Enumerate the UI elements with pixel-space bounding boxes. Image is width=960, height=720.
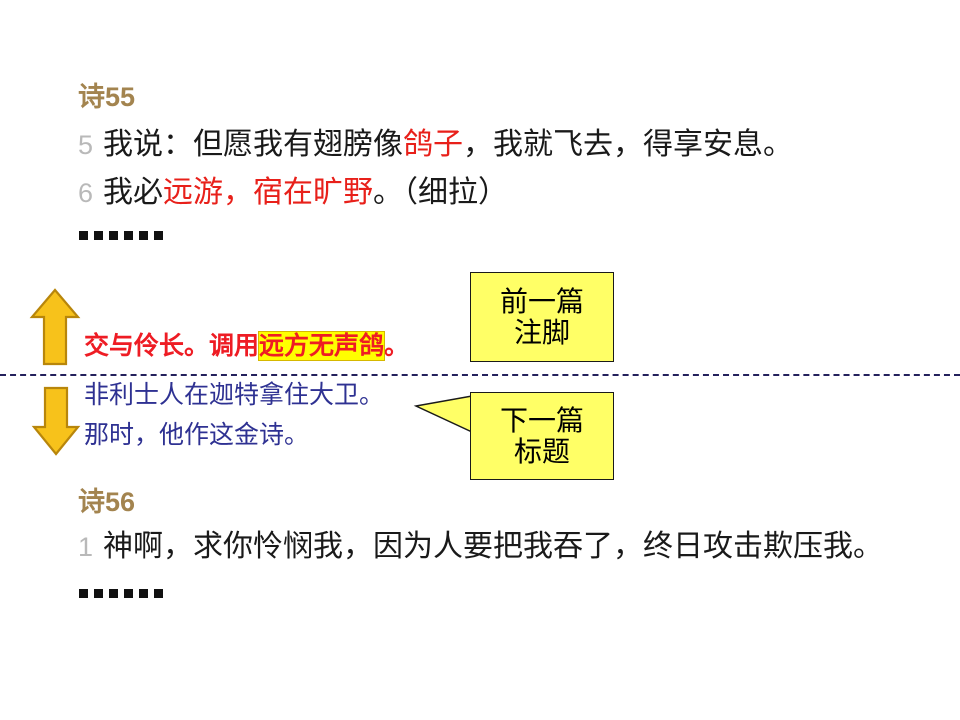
psalm-56-verse-1: 1 神啊，求你怜悯我，因为人要把我吞了，终日攻击欺压我。	[78, 532, 883, 562]
ellipsis-dot	[124, 589, 133, 598]
callout-previous-footnote-box: 前一篇 注脚	[470, 272, 614, 362]
next-title-line-1: 非利士人在迦特拿住大卫。	[84, 381, 385, 409]
ellipsis-dot	[79, 231, 88, 240]
psalm-56-ellipsis	[79, 589, 163, 598]
ellipsis-dot	[94, 231, 103, 240]
verse-number: 5	[78, 130, 94, 160]
ellipsis-dot	[94, 589, 103, 598]
callout-line: 标题	[513, 436, 570, 467]
verse-segment-plain: 我必	[103, 176, 164, 209]
section-divider	[0, 374, 960, 376]
verse-segment-plain: 我说：但愿我有翅膀像	[103, 128, 404, 161]
verse-number: 6	[78, 178, 94, 208]
ellipsis-dot	[124, 231, 133, 240]
callout-line: 下一篇	[499, 404, 584, 436]
next-title-line-2: 那时，他作这金诗。	[84, 421, 310, 449]
previous-footnote-line: 交与伶长。调用远方无声鸽。	[84, 331, 410, 361]
callout-line: 注脚	[513, 317, 570, 348]
callout-previous-footnote[interactable]: 前一篇 注脚	[420, 270, 620, 366]
footnote-segment-highlighted: 远方无声鸽	[258, 331, 386, 361]
callout-next-title-box: 下一篇 标题	[470, 392, 614, 480]
ellipsis-dot	[79, 589, 88, 598]
footnote-segment-red: 。	[384, 332, 410, 360]
verse-number: 1	[78, 532, 94, 562]
verse-segment-red: 远游，宿在旷野	[163, 176, 374, 209]
psalm-55-verse-6: 6 我必远游，宿在旷野。（细拉）	[78, 178, 508, 208]
ellipsis-dot	[139, 231, 148, 240]
up-arrow-icon	[29, 287, 81, 372]
verse-segment-plain: 神啊，求你怜悯我，因为人要把我吞了，终日攻击欺压我。	[103, 530, 884, 563]
ellipsis-dot	[154, 231, 163, 240]
down-arrow-icon	[31, 385, 81, 462]
ellipsis-dot	[109, 589, 118, 598]
footnote-segment-red: 交与伶长。调用	[84, 332, 260, 360]
callout-next-title[interactable]: 下一篇 标题	[400, 390, 620, 484]
psalm-55-title: 诗55	[78, 82, 136, 112]
psalm-55-ellipsis	[79, 231, 163, 240]
verse-segment-plain: 。（细拉）	[373, 176, 509, 209]
psalm-56-title: 诗56	[78, 487, 136, 517]
ellipsis-dot	[109, 231, 118, 240]
verse-segment-red: 鸽子	[403, 128, 464, 161]
verse-segment-plain: ，我就飞去，得享安息。	[463, 128, 794, 161]
callout-line: 前一篇	[499, 285, 584, 317]
ellipsis-dot	[154, 589, 163, 598]
ellipsis-dot	[139, 589, 148, 598]
psalm-55-verse-5: 5 我说：但愿我有翅膀像鸽子，我就飞去，得享安息。	[78, 130, 793, 160]
